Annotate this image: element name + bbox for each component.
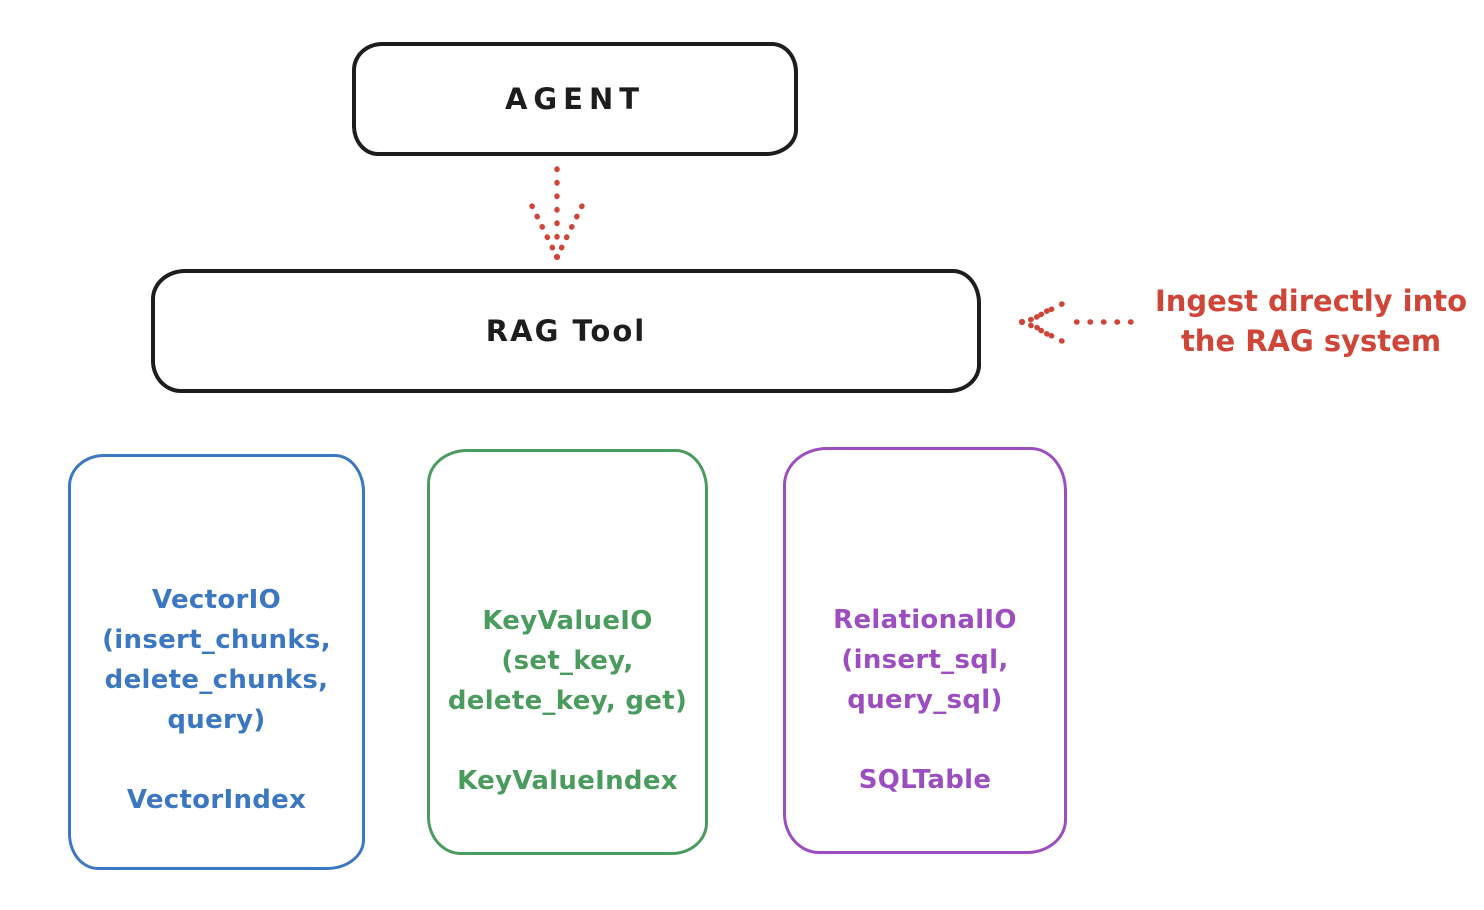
keyvalue-io-title: KeyValueIO — [482, 606, 653, 636]
vector-io-methods-line-2: delete_chunks, — [104, 665, 329, 695]
vector-index-label: VectorIndex — [126, 785, 307, 815]
sql-table-label: SQLTable — [858, 764, 992, 795]
annotation-text: Ingest directly into the RAG system — [1138, 281, 1484, 361]
relational-io-node: RelationalIO (insert_sql, query_sql) SQL… — [783, 447, 1067, 854]
agent-label: AGENT — [504, 82, 646, 116]
relational-io-title: RelationalIO — [833, 604, 1017, 635]
agent-node: AGENT — [352, 42, 798, 156]
rag-tool-label: RAG Tool — [485, 314, 647, 348]
agent-to-rag-dotted-arrow-icon — [529, 166, 585, 261]
vector-io-methods-line-3: query) — [167, 705, 266, 735]
annotation-line-1: Ingest directly into — [1154, 284, 1468, 318]
relational-io-methods-line-2: query_sql) — [847, 684, 1003, 715]
annotation-line-2: the RAG system — [1180, 324, 1442, 358]
rag-tool-node: RAG Tool — [151, 269, 981, 393]
keyvalue-io-methods-line-1: (set_key, — [501, 646, 634, 676]
vector-io-title: VectorIO — [151, 585, 282, 615]
keyvalue-index-label: KeyValueIndex — [457, 766, 678, 796]
annotation-to-rag-dotted-arrow-icon — [1018, 301, 1134, 344]
vector-io-node: VectorIO (insert_chunks, delete_chunks, … — [68, 454, 365, 870]
keyvalue-io-node: KeyValueIO (set_key, delete_key, get) Ke… — [427, 449, 708, 855]
vector-io-methods-line-1: (insert_chunks, — [102, 625, 331, 655]
keyvalue-io-methods-line-2: delete_key, get) — [447, 686, 688, 716]
relational-io-methods-line-1: (insert_sql, — [841, 644, 1009, 675]
